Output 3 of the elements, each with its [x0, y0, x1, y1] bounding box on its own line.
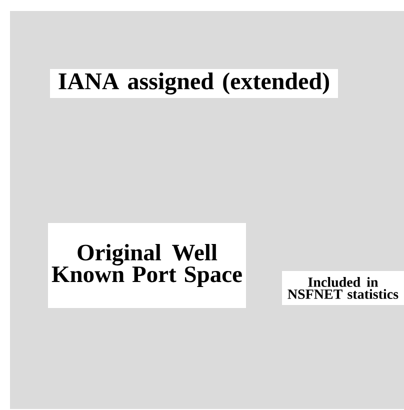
text-box: IANA assigned (extended) [50, 69, 338, 98]
text-box: Included in NSFNET statistics [282, 271, 404, 305]
text-box: Original Well Known Port Space [48, 223, 246, 308]
